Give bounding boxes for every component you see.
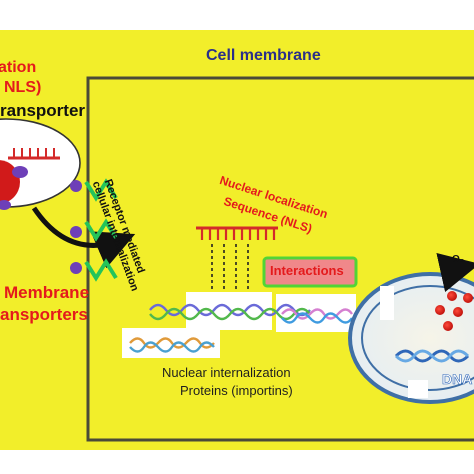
interactions-box (262, 256, 358, 288)
nls-comb (196, 226, 278, 318)
dna-helix (394, 349, 470, 363)
membrane-transporters (70, 178, 118, 282)
membrane-label: Membrane (4, 283, 90, 302)
entry-arrow (31, 206, 136, 269)
nucleus-particles (435, 291, 473, 331)
cell-membrane-label: Cell membrane (206, 47, 321, 64)
transporter-label: ransporter (0, 101, 86, 120)
importins-label-1: Nuclear internalization (162, 365, 291, 380)
dna-label: DNA (442, 371, 473, 387)
importin-proteins (122, 292, 356, 358)
nls-top-label-1: ation (0, 59, 37, 76)
cell-membrane-outline (86, 76, 474, 442)
transporters-label: ansporters (0, 305, 88, 324)
nls-top-label-2: NLS) (4, 79, 42, 96)
interactions-label: Interactions (270, 263, 344, 278)
importins-label-2: Proteins (importins) (180, 383, 293, 398)
o2-label: O₂ (452, 254, 465, 265)
transporter-cartoon (0, 118, 81, 210)
o2-arrow (436, 252, 474, 293)
